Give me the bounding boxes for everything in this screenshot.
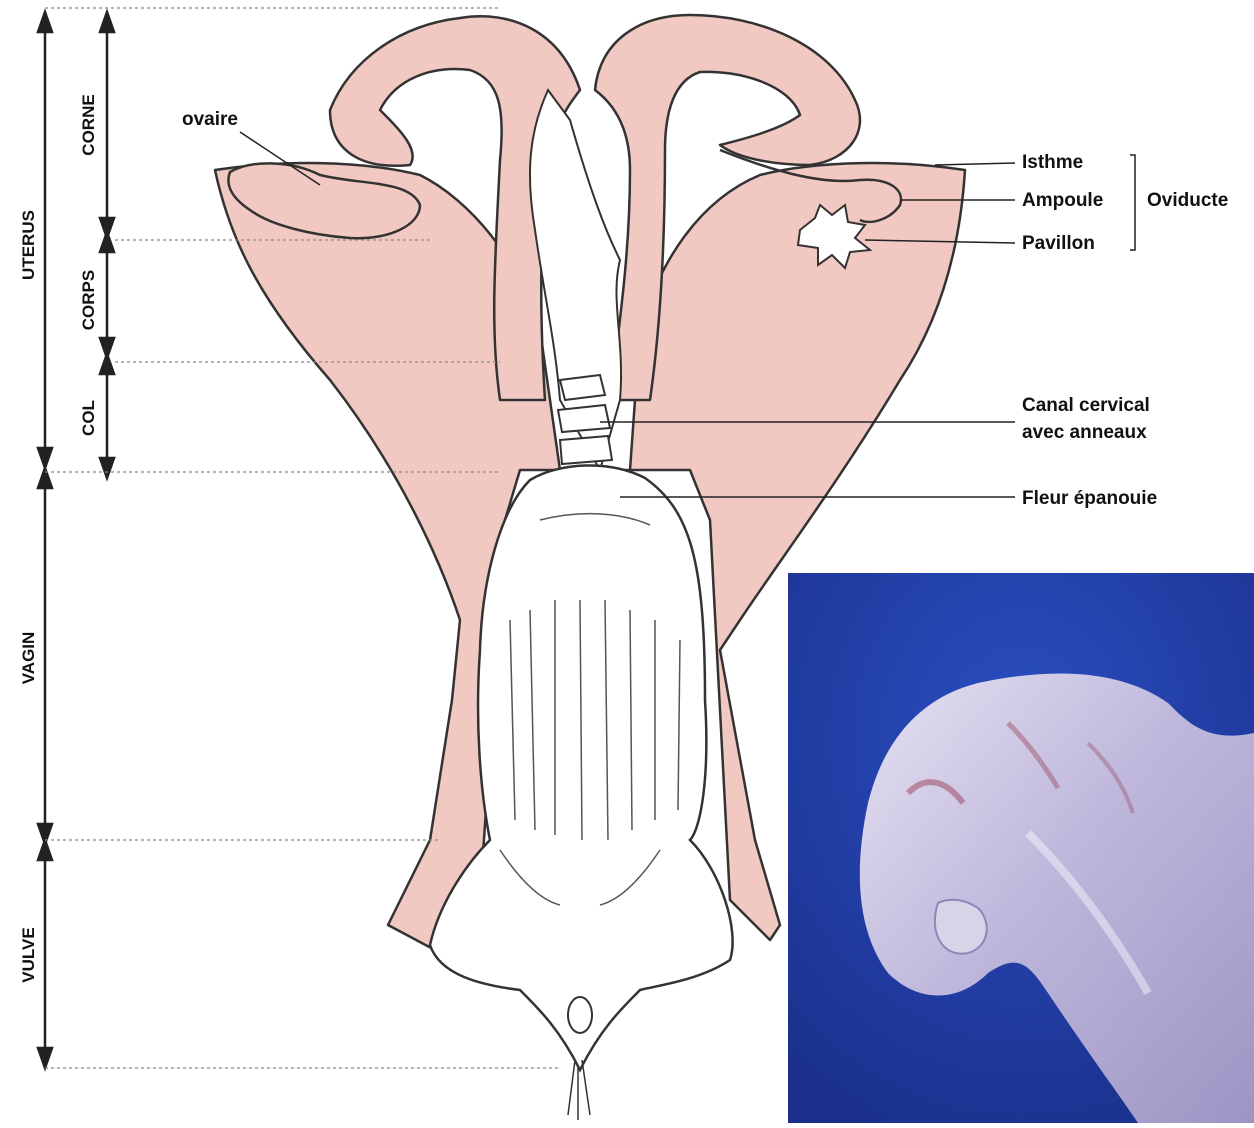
label-ampoule: Ampoule bbox=[1022, 190, 1103, 211]
urethral-opening bbox=[568, 997, 592, 1033]
label-ovaire: ovaire bbox=[182, 109, 238, 130]
label-oviducte: Oviducte bbox=[1147, 190, 1228, 211]
specimen-photo-drawing bbox=[788, 573, 1254, 1123]
label-pavillon: Pavillon bbox=[1022, 233, 1095, 254]
dimension-lines bbox=[38, 12, 114, 1068]
label-canal-cervical: Canal cervical bbox=[1022, 395, 1150, 416]
label-col: COL bbox=[79, 400, 98, 436]
cervical-rings bbox=[558, 375, 612, 464]
label-vulve: VULVE bbox=[19, 927, 38, 982]
label-corne: CORNE bbox=[79, 94, 98, 155]
label-vagin: VAGIN bbox=[19, 632, 38, 685]
label-uterus: UTERUS bbox=[19, 210, 38, 280]
specimen-photo bbox=[788, 573, 1254, 1123]
label-avec-anneaux: avec anneaux bbox=[1022, 422, 1147, 443]
label-fleur-epanouie: Fleur épanouie bbox=[1022, 488, 1157, 509]
label-corps: CORPS bbox=[79, 270, 98, 330]
label-isthme: Isthme bbox=[1022, 152, 1083, 173]
